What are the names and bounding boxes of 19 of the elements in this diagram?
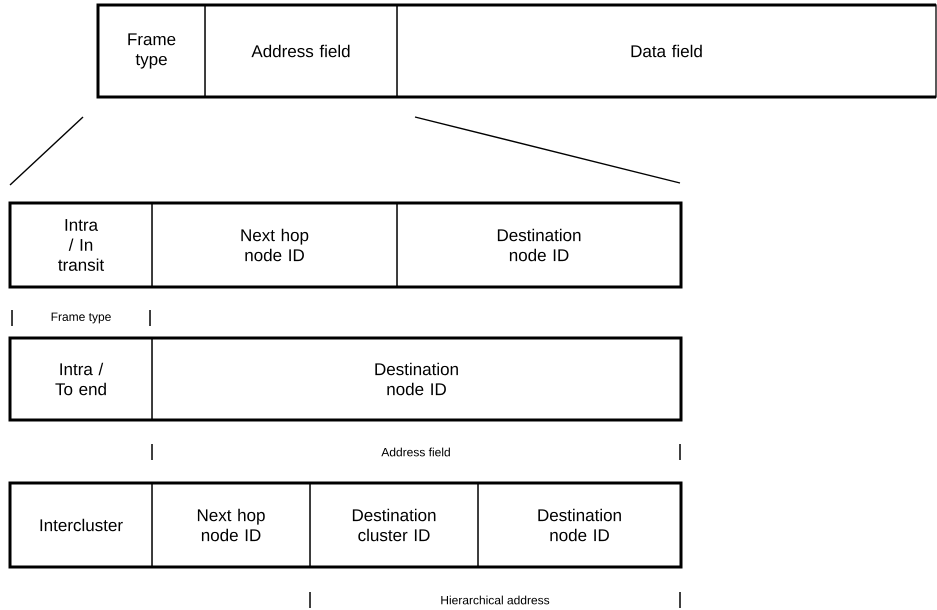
- node-label: Intercluster: [40, 518, 123, 532]
- frame-outline: [8, 336, 682, 422]
- node-label: Intra / In transit: [58, 219, 104, 271]
- node-label: Intra / To end: [55, 362, 106, 396]
- field-label: Frame type: [52, 312, 111, 324]
- field-cell: Destination cluster ID: [309, 482, 479, 568]
- field-cell: Destination node ID: [477, 482, 682, 568]
- field-cell: Next hop node ID: [151, 202, 398, 288]
- field-cell: Destination node ID: [396, 202, 682, 288]
- field-label: Hierarchical address: [441, 596, 550, 604]
- node-label: Destination node ID: [375, 362, 458, 396]
- field-cell: Next hop node ID: [151, 482, 311, 568]
- frame-outline: [8, 482, 682, 568]
- field-label: Address field: [381, 448, 450, 456]
- field-cell: Data field: [396, 4, 937, 98]
- node-label: Frame type: [128, 33, 176, 69]
- field-cell: Address field: [204, 4, 398, 98]
- frame-outline: [8, 202, 682, 288]
- frame-outline: [96, 4, 936, 98]
